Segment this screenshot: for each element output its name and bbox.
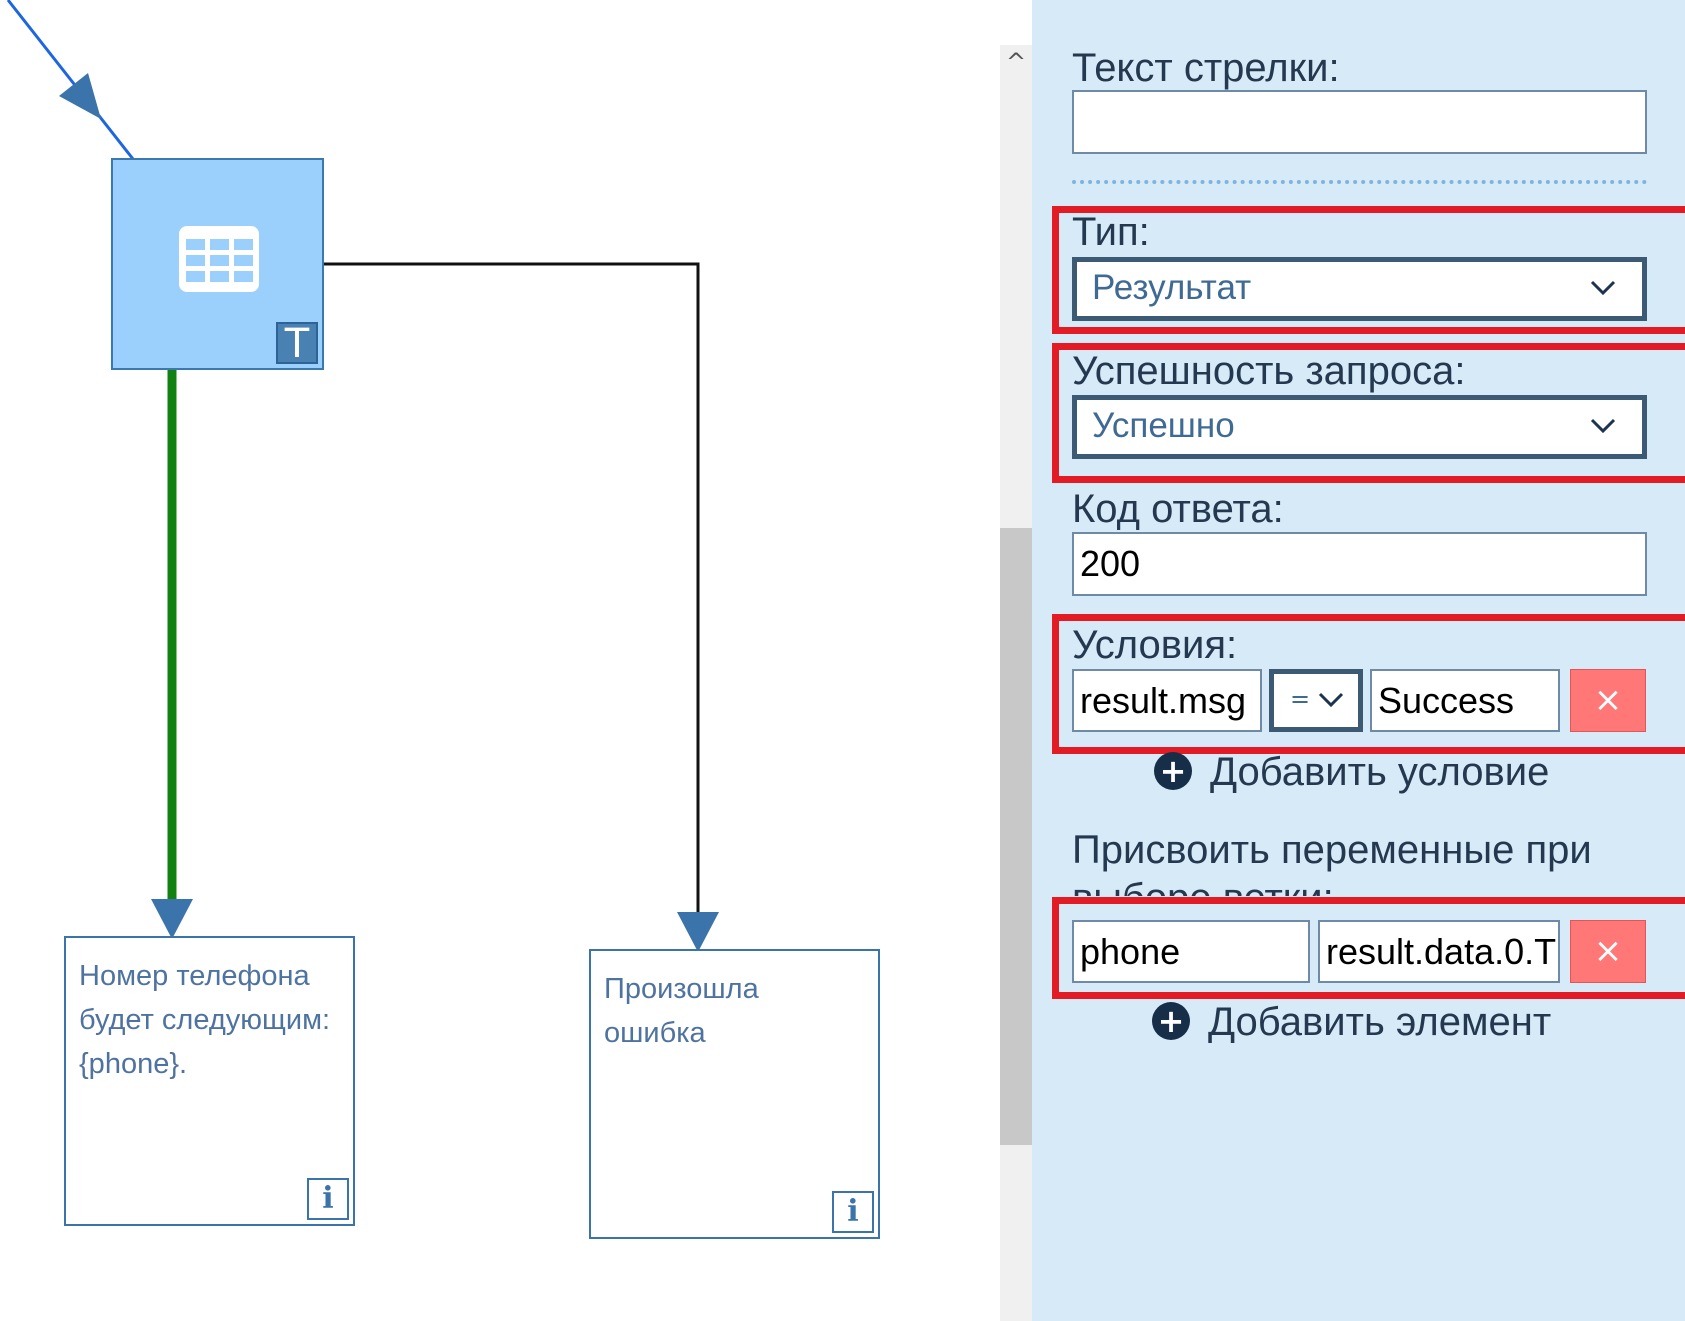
vertical-scrollbar[interactable]: ^ (1000, 45, 1032, 1321)
conditions-highlight (1052, 614, 1685, 754)
success-label: Успешность запроса: (1072, 349, 1466, 393)
assign-value-input[interactable]: result.data.0.T (1318, 920, 1560, 983)
message-node-error[interactable]: Произошла ошибка i (589, 949, 880, 1239)
info-icon[interactable]: i (832, 1191, 874, 1233)
response-code-label: Код ответа: (1072, 487, 1284, 531)
table-node[interactable]: T (111, 158, 324, 370)
condition-operator-value: = (1290, 685, 1311, 713)
type-highlight (1052, 206, 1685, 334)
assign-variables-label: Присвоить переменные при выборе ветки: (1072, 828, 1592, 896)
arrow-text-input[interactable] (1072, 90, 1647, 154)
chevron-down-icon (1590, 280, 1616, 296)
chevron-down-icon (1318, 692, 1344, 708)
success-select-value: Успешно (1092, 406, 1235, 445)
add-element-button[interactable]: + Добавить элемент (1152, 998, 1551, 1046)
add-condition-label: Добавить условие (1210, 750, 1550, 794)
plus-circle-icon: + (1154, 752, 1192, 791)
chevron-down-icon (1590, 418, 1616, 434)
delete-condition-button[interactable]: × (1570, 669, 1646, 732)
incoming-link (6, 0, 135, 160)
response-code-input[interactable]: 200 (1072, 532, 1647, 596)
delete-assignment-button[interactable]: × (1570, 920, 1646, 983)
add-condition-button[interactable]: + Добавить условие (1154, 748, 1549, 796)
condition-left-input[interactable]: result.msg (1072, 669, 1262, 732)
type-select-value: Результат (1092, 268, 1252, 307)
info-icon[interactable]: i (307, 1178, 349, 1220)
condition-right-input[interactable]: Success (1370, 669, 1560, 732)
incoming-arrowhead (59, 73, 101, 119)
message-node-phone[interactable]: Номер телефона будет следующим: {phone}.… (64, 936, 355, 1226)
success-select[interactable]: Успешно (1072, 395, 1647, 459)
add-element-label: Добавить элемент (1208, 1000, 1552, 1044)
condition-operator-select[interactable]: = (1269, 669, 1363, 732)
plus-circle-icon: + (1152, 1002, 1190, 1041)
flow-links (6, 0, 719, 952)
message-text: Номер телефона будет следующим: {phone}. (79, 960, 331, 1080)
scroll-up-arrow-icon[interactable]: ^ (1005, 48, 1027, 76)
flow-canvas[interactable]: T Номер телефона будет следующим: {phone… (0, 0, 1000, 1321)
scrollbar-thumb[interactable] (1000, 528, 1032, 1145)
assign-variable-input[interactable]: phone (1072, 920, 1310, 983)
error-arrowhead (677, 912, 719, 952)
error-link (324, 262, 700, 915)
arrow-text-label: Текст стрелки: (1072, 46, 1340, 90)
type-label: Тип: (1072, 210, 1150, 254)
assignment-highlight (1052, 897, 1685, 999)
success-highlight (1052, 343, 1685, 483)
conditions-label: Условия: (1072, 623, 1238, 667)
type-select[interactable]: Результат (1072, 257, 1647, 321)
section-divider (1072, 180, 1647, 184)
message-text: Произошла ошибка (604, 973, 759, 1049)
text-type-icon[interactable]: T (276, 322, 318, 364)
table-grid-icon (179, 226, 259, 292)
success-arrowhead (151, 899, 193, 939)
properties-panel: Текст стрелки: Тип: Результат Успешность… (1032, 0, 1685, 1321)
